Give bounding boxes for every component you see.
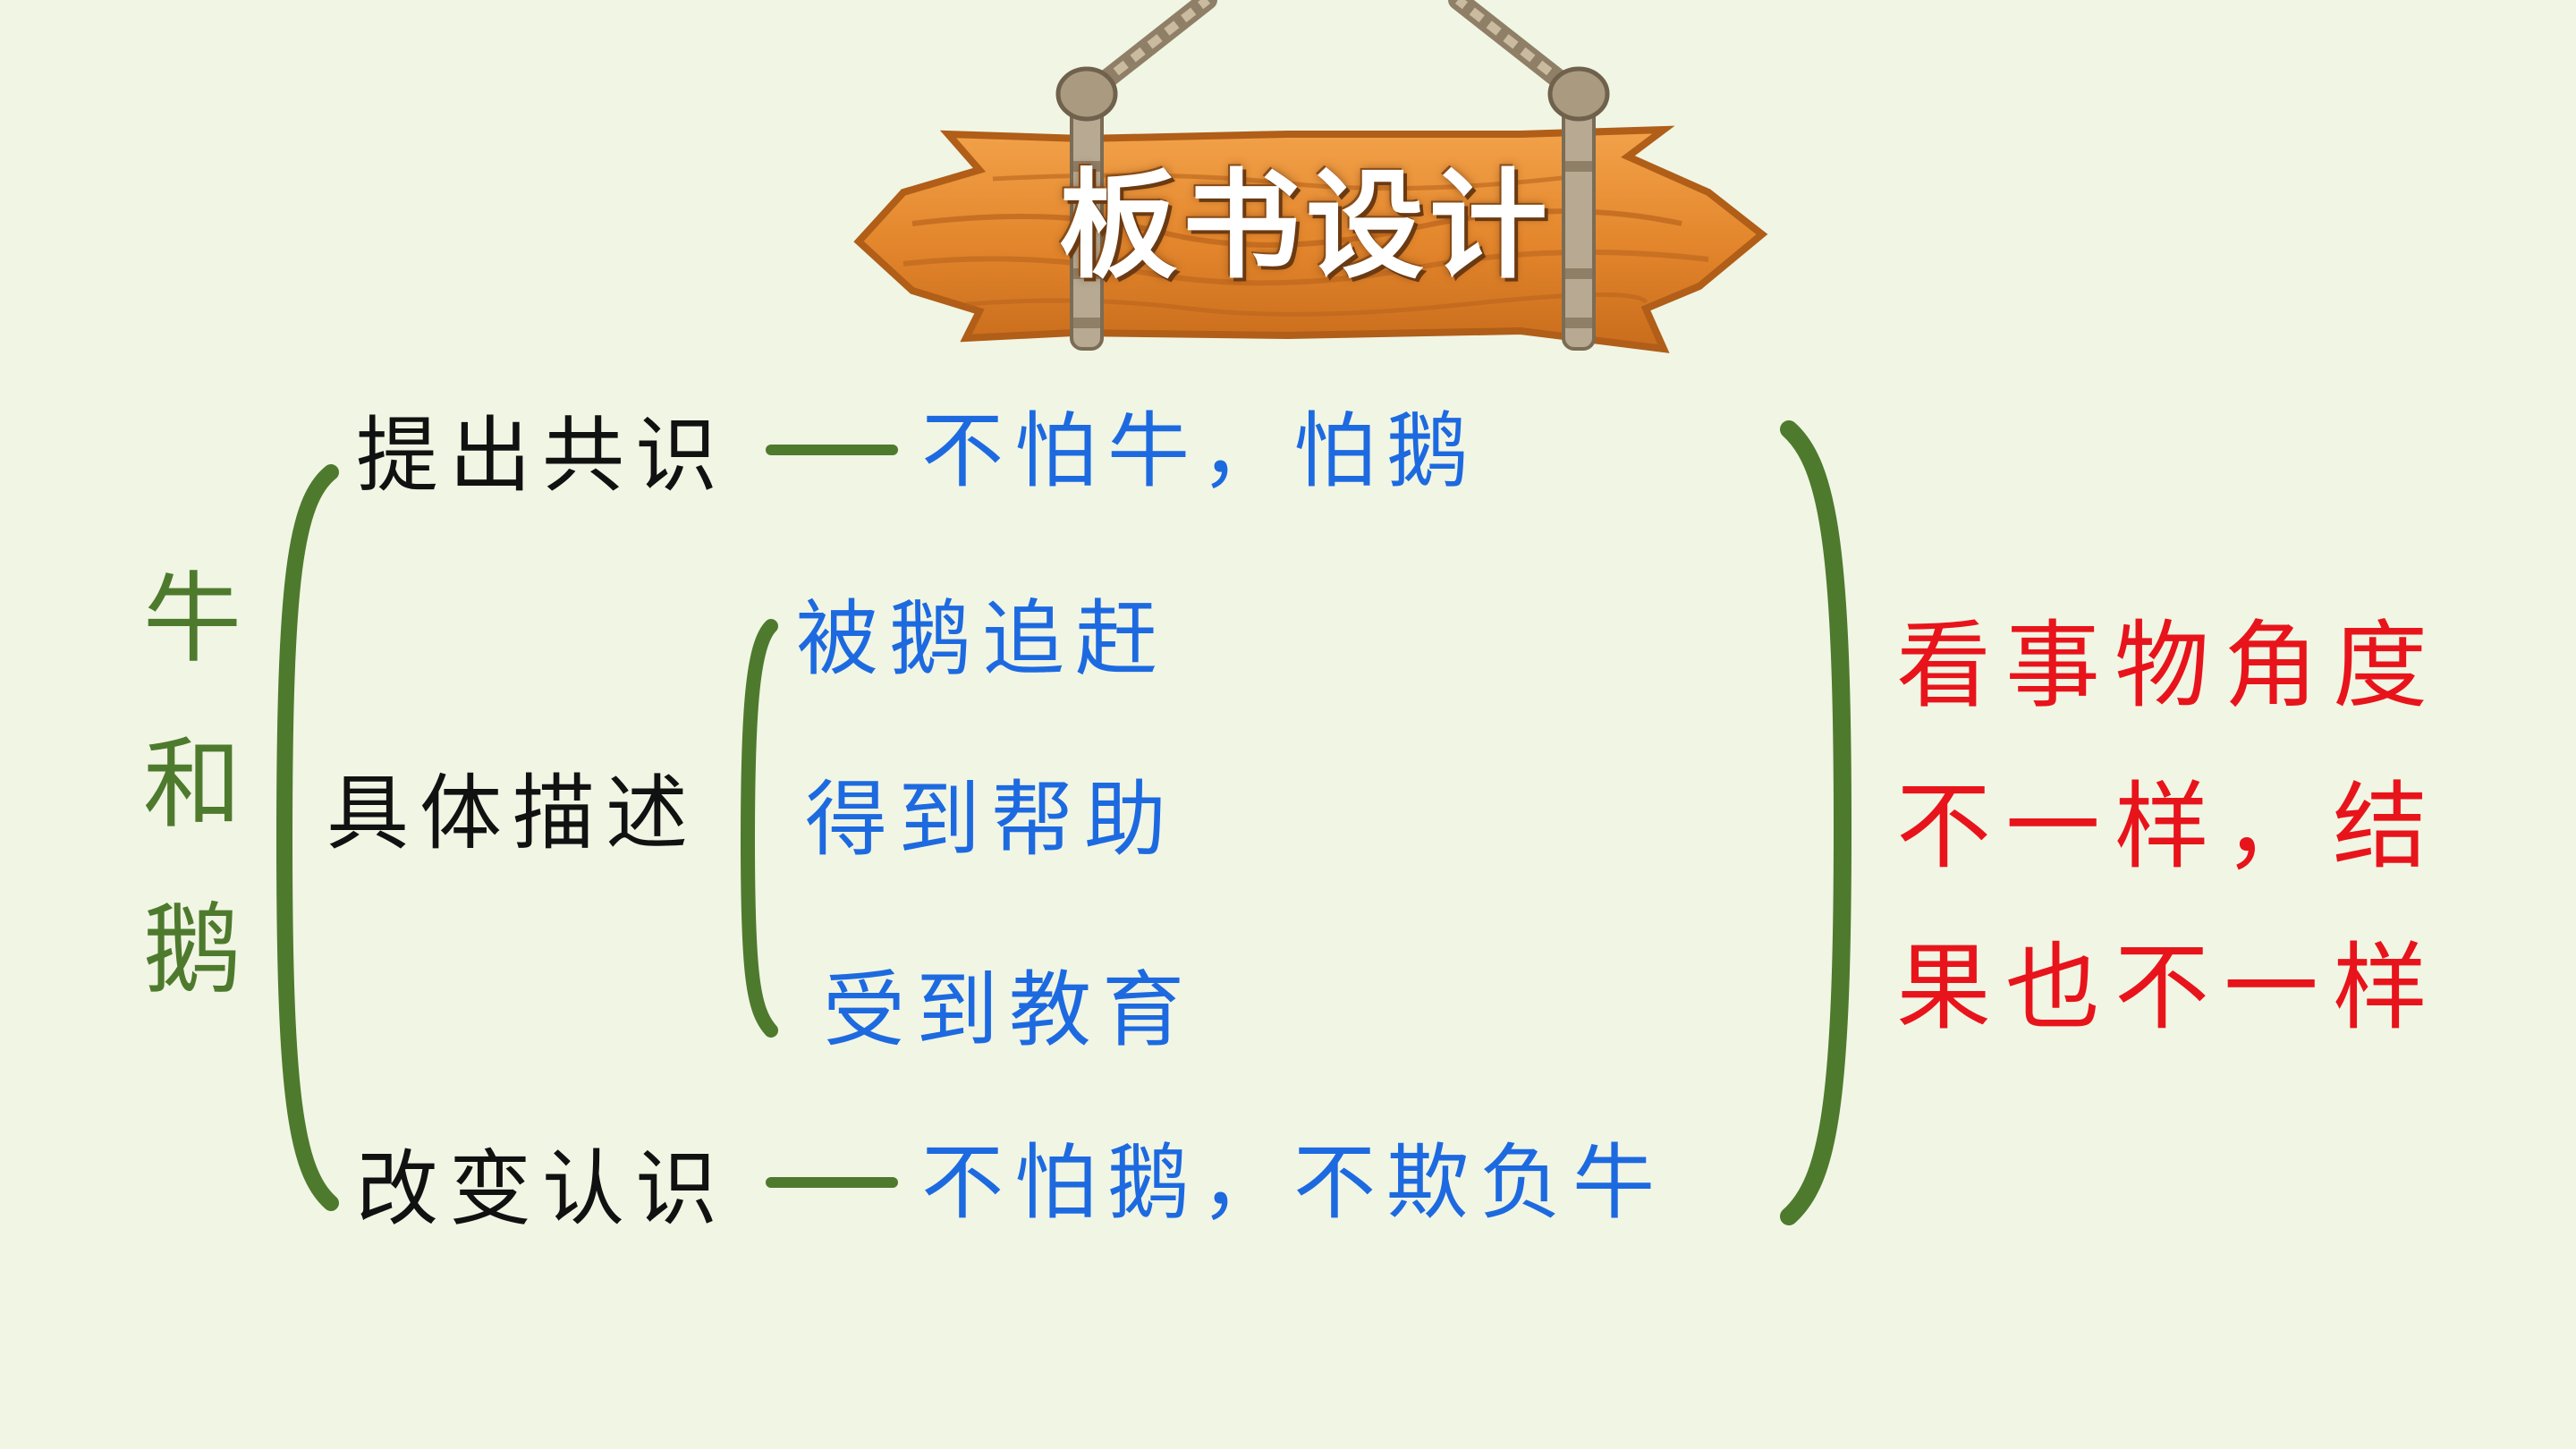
rope-knot-right-icon [1547, 66, 1610, 122]
rope-knot-left-icon [1055, 66, 1118, 122]
topic-char-1: 牛 [143, 562, 242, 676]
row1-heading: 提出共识 [356, 408, 729, 504]
conclusion-line-1: 看事物角度 [1896, 611, 2442, 721]
topic-vertical: 牛 和 鹅 [139, 537, 246, 1033]
board-title: 板书设计 [1059, 157, 1553, 295]
row3-heading: 改变认识 [356, 1141, 729, 1237]
conclusion-line-2: 不一样，结 [1896, 772, 2442, 882]
row2-heading: 具体描述 [326, 766, 699, 861]
row2-item-2: 得到帮助 [805, 772, 1178, 868]
right-large-bracket-icon [1780, 420, 1852, 1225]
conclusion-line-3: 果也不一样 [1896, 933, 2442, 1043]
row2-item-3: 受到教育 [823, 962, 1196, 1058]
left-large-bracket-icon [275, 464, 339, 1211]
inner-bracket-icon [740, 619, 778, 1038]
topic-char-3: 鹅 [143, 893, 242, 1007]
row2-item-1: 被鹅追赶 [796, 591, 1169, 687]
row1-content: 不怕牛，怕鹅 [921, 403, 1480, 499]
hanging-wooden-sign [853, 0, 1768, 353]
row3-content: 不怕鹅，不欺负牛 [921, 1135, 1666, 1231]
topic-char-2: 和 [143, 727, 242, 842]
